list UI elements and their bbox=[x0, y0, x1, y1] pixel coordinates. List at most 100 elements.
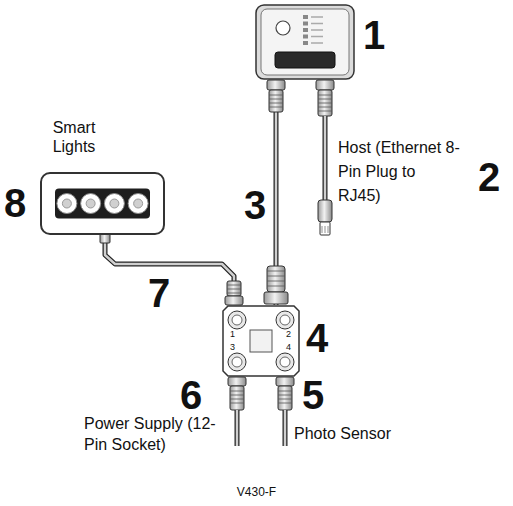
cable-plug bbox=[227, 281, 241, 296]
status-led bbox=[303, 22, 308, 26]
text-slot: 8 bbox=[4, 182, 26, 224]
cable-plug bbox=[225, 296, 243, 305]
port bbox=[276, 353, 294, 371]
caption-slot: V430-F bbox=[0, 485, 513, 499]
lamp bbox=[128, 194, 148, 214]
lights-housing bbox=[41, 173, 164, 234]
lamp-lens bbox=[62, 199, 71, 208]
callout-number: 7 bbox=[148, 272, 170, 314]
trigger-button bbox=[276, 21, 290, 35]
camera-connector-right bbox=[316, 80, 334, 116]
edge-label-slot: 7 bbox=[148, 272, 170, 314]
status-led bbox=[303, 15, 308, 19]
camera-connector-left bbox=[269, 90, 283, 112]
power-connector bbox=[230, 391, 244, 403]
host-cable bbox=[322, 226, 328, 233]
port bbox=[228, 311, 246, 329]
power-connector bbox=[236, 410, 239, 446]
lamp-lens bbox=[134, 199, 143, 208]
led-marking bbox=[311, 23, 323, 25]
status-led bbox=[303, 28, 308, 32]
photo-sensor-connector bbox=[276, 377, 294, 446]
camera-connector-left bbox=[267, 80, 285, 90]
label-slot: 2 bbox=[478, 156, 500, 198]
callout-number: 4 bbox=[306, 317, 328, 359]
port-socket bbox=[280, 315, 290, 325]
connection-box: 12344 bbox=[222, 305, 300, 377]
status-led bbox=[303, 41, 308, 45]
callout-number: 6 bbox=[180, 374, 202, 416]
port-socket bbox=[232, 357, 242, 367]
cable-plug bbox=[227, 285, 241, 293]
text-slot: 2 bbox=[286, 329, 291, 340]
camera-connector-left bbox=[267, 80, 285, 112]
camera-connector-right bbox=[318, 95, 332, 111]
lamp bbox=[81, 194, 101, 214]
lamp-lens bbox=[86, 199, 95, 208]
port-number: 3 bbox=[230, 342, 235, 353]
callout-number: 8 bbox=[4, 182, 26, 224]
host-cable bbox=[324, 116, 327, 202]
edge-label-slot: 3 bbox=[244, 184, 266, 226]
text-slot: 1 bbox=[230, 329, 235, 340]
text-slot: 4 bbox=[286, 342, 291, 353]
port-socket bbox=[232, 315, 242, 325]
lamp-lens bbox=[110, 199, 119, 208]
photo-sensor-label: Photo Sensor bbox=[294, 424, 391, 443]
host-cable bbox=[323, 116, 328, 202]
power-connector bbox=[230, 386, 244, 410]
callout-number: 5 bbox=[302, 374, 324, 416]
camera-connector-left bbox=[269, 95, 283, 107]
node-shape bbox=[40, 172, 165, 235]
caption: V430-F bbox=[0, 485, 513, 499]
cable-gland bbox=[100, 234, 110, 243]
power-supply-label: Power Supply (12-Pin Socket) bbox=[84, 414, 224, 456]
box-outline bbox=[223, 306, 299, 376]
label-slot: Power Supply (12-Pin Socket) bbox=[84, 414, 224, 456]
camera-drawing bbox=[256, 5, 354, 79]
port bbox=[228, 353, 246, 371]
camera-housing bbox=[256, 5, 354, 79]
power-connector bbox=[228, 377, 246, 446]
box-center bbox=[250, 330, 272, 352]
label-slot: Host (Ethernet 8-Pin Plug to RJ45) bbox=[338, 136, 460, 208]
port-number: 4 bbox=[286, 342, 291, 353]
label-slot: Photo Sensor bbox=[294, 424, 391, 443]
host-cable bbox=[320, 222, 330, 235]
node-shape bbox=[255, 4, 355, 80]
status-led bbox=[303, 35, 308, 39]
text-slot: 4 bbox=[306, 317, 328, 359]
smart-lights-box: Smart Lights8 bbox=[40, 172, 165, 235]
box-drawing bbox=[223, 306, 299, 376]
part-heading: Smart Lights bbox=[40, 118, 108, 156]
photo-sensor-connector bbox=[276, 377, 294, 386]
camera-connector-right bbox=[318, 90, 332, 116]
photo-sensor-connector bbox=[283, 410, 288, 446]
host-cable bbox=[318, 200, 332, 222]
port bbox=[276, 311, 294, 329]
text-slot: Smart Lights bbox=[40, 118, 108, 156]
cable-plug bbox=[264, 266, 288, 304]
label-slot: 6 bbox=[180, 374, 202, 416]
power-connector bbox=[228, 377, 246, 386]
port-number: 2 bbox=[286, 329, 291, 340]
cable-plug bbox=[267, 271, 285, 286]
lights-drawing bbox=[41, 173, 164, 234]
callout-number: 1 bbox=[363, 14, 385, 56]
photo-sensor-connector bbox=[278, 386, 292, 410]
led-marking bbox=[311, 42, 323, 44]
photo-sensor-connector bbox=[278, 391, 292, 403]
led-marking bbox=[311, 29, 323, 31]
led-marking bbox=[311, 16, 323, 18]
node-shape bbox=[222, 305, 300, 377]
callout-number: 3 bbox=[244, 184, 266, 226]
text-slot: 3 bbox=[230, 342, 235, 353]
callout-number: 2 bbox=[478, 156, 500, 198]
lamp bbox=[57, 194, 77, 214]
text-slot: 1 bbox=[363, 14, 385, 56]
cable-plug bbox=[267, 266, 285, 292]
